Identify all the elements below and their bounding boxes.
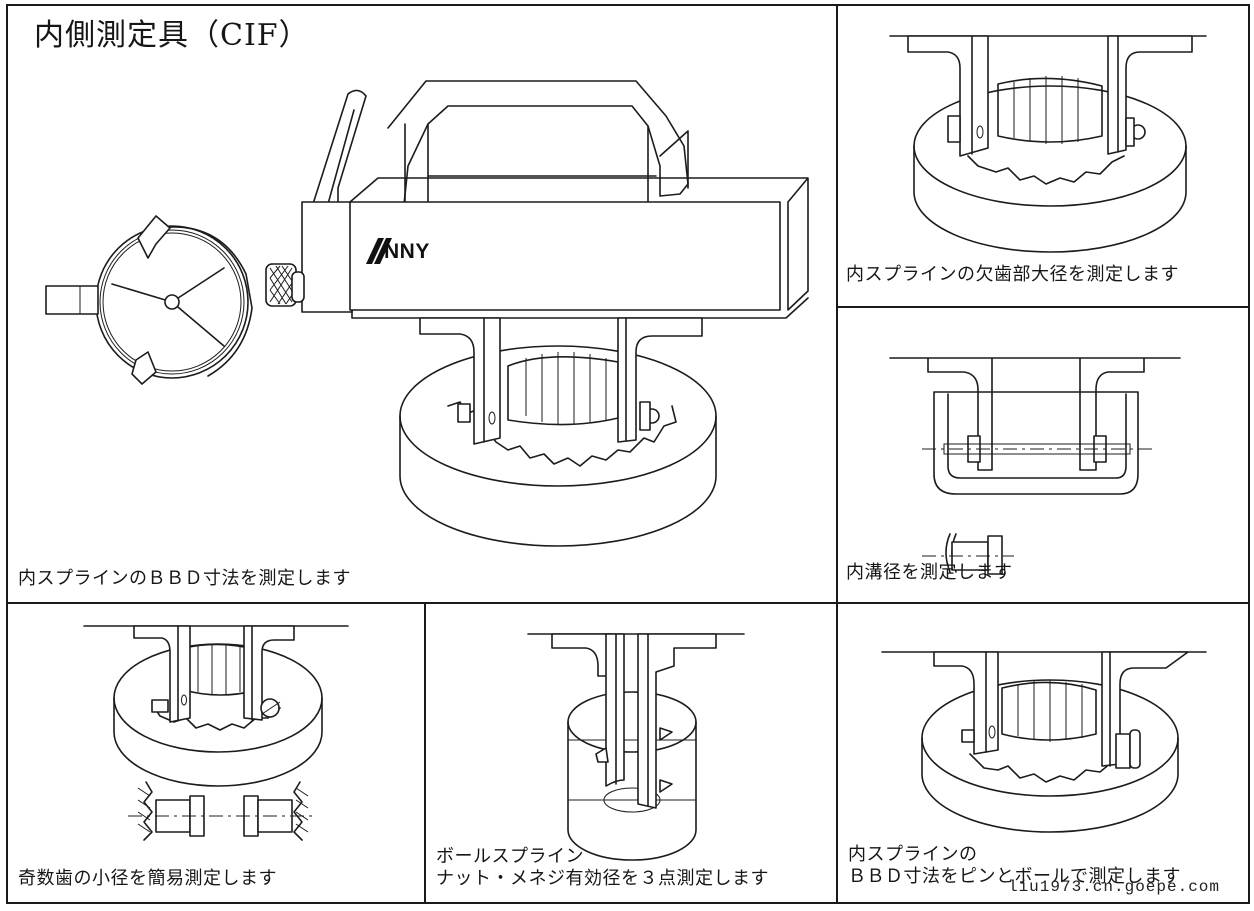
missing-tooth-illustration <box>838 6 1250 308</box>
measuring-legs <box>420 318 702 444</box>
panel-main: 内側測定具（CIF） <box>6 4 838 604</box>
spline-teeth <box>508 352 618 425</box>
ball-spline-caption-line2: ナット・メネジ有効径を３点測定します <box>436 868 769 889</box>
missing-tooth-caption: 内スプラインの欠歯部大径を測定します <box>846 264 1179 285</box>
main-illustration <box>8 6 838 604</box>
panel-odd-tooth: 奇数歯の小径を簡易測定します <box>6 602 426 904</box>
groove-caption: 内溝径を測定します <box>846 562 1013 583</box>
carry-handle <box>388 81 688 214</box>
panel-missing-tooth: 内スプラインの欠歯部大径を測定します <box>836 4 1250 308</box>
gauge-body <box>302 178 808 318</box>
panel-groove: 内溝径を測定します <box>836 306 1250 604</box>
main-caption: 内スプラインのＢＢＤ寸法を測定します <box>18 568 351 589</box>
odd-tooth-caption: 奇数歯の小径を簡易測定します <box>18 868 277 889</box>
watermark: liu1973.cn.goepe.com <box>1007 878 1220 896</box>
panel-ball-spline: ボールスプライン ナット・メネジ有効径を３点測定します <box>424 602 838 904</box>
dial-indicator <box>46 216 252 384</box>
brand-label: NNY <box>384 240 430 263</box>
lock-lever <box>313 90 366 204</box>
ball-spline-caption-line1: ボールスプライン <box>436 846 584 867</box>
groove-illustration <box>838 308 1250 604</box>
page-title: 内側測定具（CIF） <box>34 18 310 53</box>
panel-pin-ball: 内スプラインの ＢＢＤ寸法をピンとボールで測定します liu1973.cn.go… <box>836 602 1250 904</box>
knurled-knob <box>266 264 304 306</box>
pin-ball-caption-line1: 内スプラインの <box>848 844 978 865</box>
ball-spline-illustration <box>426 604 838 904</box>
pin-ball-illustration <box>838 604 1250 904</box>
pin-ball-caption-line2: ＢＢＤ寸法をピンとボールで測定します <box>848 866 1181 887</box>
odd-tooth-illustration <box>8 604 426 904</box>
brand-logo-icon <box>366 238 392 264</box>
